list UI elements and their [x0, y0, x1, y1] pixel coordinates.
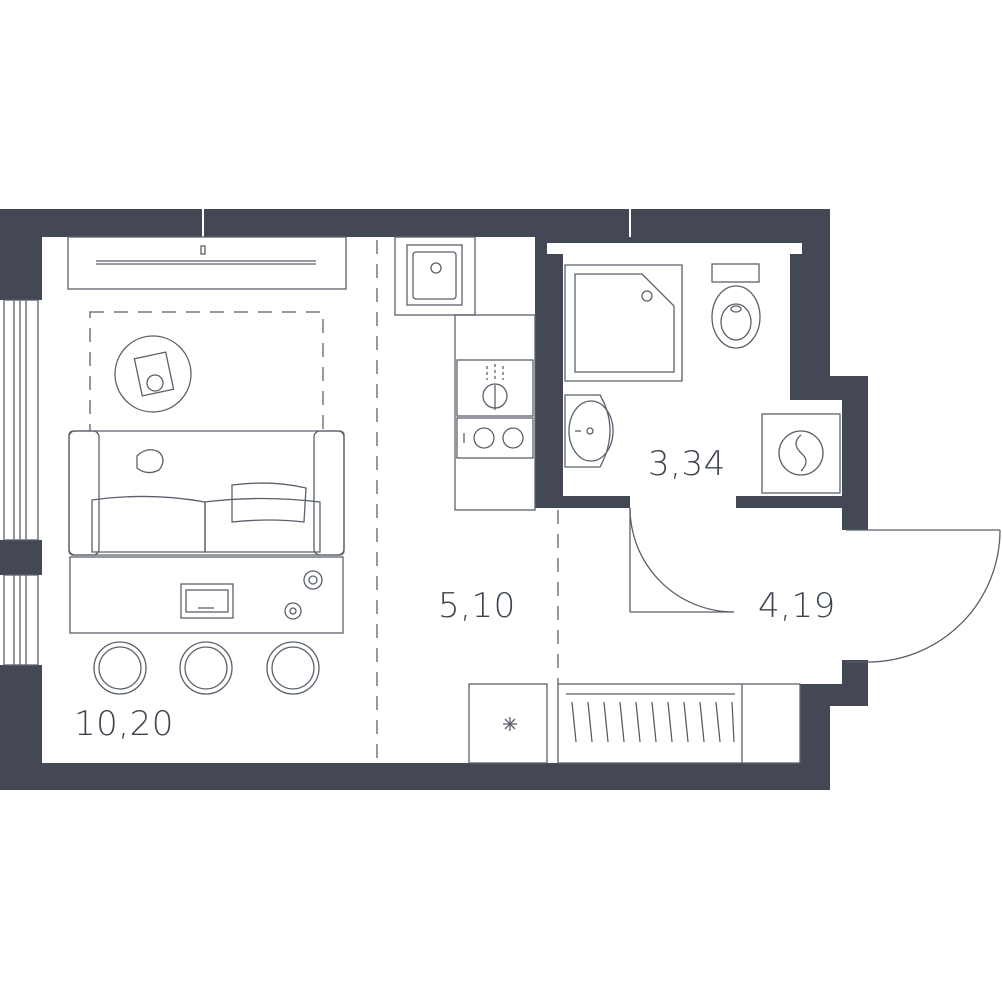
- kitchen-counter: [394, 236, 536, 511]
- wall-bath-bottom-right: [736, 496, 846, 508]
- tv-unit-icon: [67, 236, 347, 290]
- toilet-icon: [711, 263, 761, 349]
- shower-tray-icon: [564, 264, 683, 382]
- washbasin-icon: [564, 394, 614, 468]
- room-area-bathroom: 3,34: [648, 444, 726, 484]
- wall-left-middle: [0, 540, 42, 575]
- wall-bottom: [0, 763, 830, 790]
- kitchen-sink-icon: [406, 244, 463, 306]
- range-hood-icon: [456, 359, 534, 417]
- room-area-hall: 4,19: [758, 586, 836, 626]
- stool-icon: [93, 641, 147, 695]
- wardrobe-icon: [557, 683, 801, 764]
- bath-top-gap: [547, 243, 802, 254]
- window-icon: [202, 209, 631, 237]
- coffee-table-icon: [114, 335, 192, 413]
- rug-outline: [89, 311, 324, 443]
- room-area-living: 10,20: [74, 704, 174, 744]
- wall-left-bottom: [0, 665, 42, 790]
- stool-icon: [179, 641, 233, 695]
- sofa-icon: [68, 430, 345, 556]
- wall-left-top: [0, 209, 42, 300]
- window-icon: [3, 299, 39, 666]
- wall-bath-bottom-left: [535, 496, 630, 508]
- washing-machine-icon: [761, 413, 841, 494]
- stool-icon: [266, 641, 320, 695]
- wall-right-upper: [790, 232, 830, 378]
- laptop-icon: [180, 583, 234, 619]
- wall-right-bottom: [800, 684, 830, 790]
- cooktop-icon: [456, 417, 534, 459]
- door-swing-icon: [846, 529, 1001, 663]
- desk-icon: [69, 556, 344, 634]
- door-swing-icon: [629, 507, 735, 613]
- electrical-panel-icon: [468, 683, 548, 764]
- decor-icon: [284, 570, 323, 620]
- wall-right-bump-side: [842, 376, 868, 530]
- room-area-kitchen: 5,10: [438, 586, 516, 626]
- wall-bath-left: [535, 232, 563, 507]
